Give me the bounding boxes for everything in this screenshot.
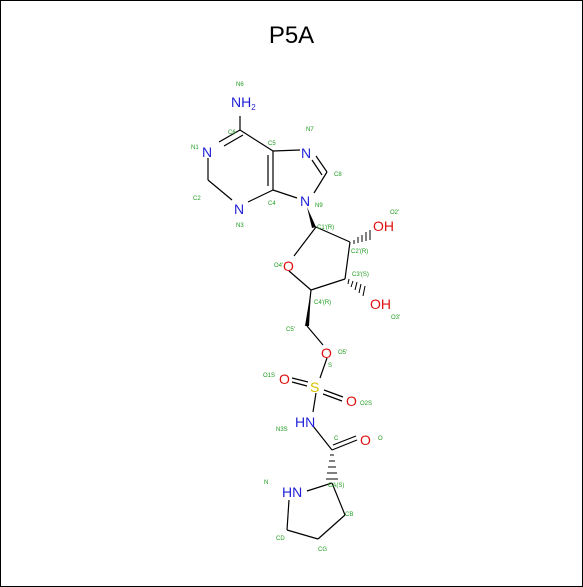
atom-o1s: O (279, 371, 290, 387)
bond-n7-c8 (315, 155, 328, 173)
label-s: S (328, 363, 332, 369)
atom-s: S (310, 379, 319, 395)
bond-c-o (331, 439, 358, 451)
bond-ca-n (306, 482, 333, 492)
label-c2: C2 (193, 196, 201, 202)
atom-o3: OH (370, 296, 391, 312)
label-c1p: C1'(R) (317, 225, 334, 231)
bond-s-o2s (323, 389, 344, 398)
label-c: C (334, 436, 339, 442)
label-o1s: O1S (263, 373, 275, 379)
label-n: N (264, 480, 268, 486)
bond-cd-n (286, 499, 290, 531)
label-n7: N7 (306, 127, 314, 133)
bond-c6-n1-double (223, 134, 244, 147)
bond-s-o2s-double (322, 393, 343, 402)
bond-n7-c8-double (311, 159, 323, 176)
bond-s-o1s-double (291, 381, 308, 387)
atom-n3s: HN (295, 414, 315, 430)
bond-o4-c1 (293, 226, 317, 257)
bond-c4-o4 (288, 270, 312, 291)
label-ca: CA(S) (328, 483, 344, 489)
bond-s-o1s (291, 377, 309, 383)
heteroatoms: NH2 N N N N O OH OH O S O O HN O HN (202, 94, 394, 500)
label-cg: CG (318, 547, 327, 553)
label-c4p: C4'(R) (314, 300, 331, 306)
label-c4: C4 (268, 201, 276, 207)
label-o5p: O5' (338, 350, 347, 356)
molecule-title: P5A (268, 22, 315, 49)
atom-n7: N (301, 145, 311, 161)
label-c2p: C2'(R) (351, 249, 368, 255)
atom-n3: N (234, 201, 244, 217)
label-n9: N9 (315, 203, 323, 209)
label-n1: N1 (191, 145, 199, 151)
bond-ca-cb (331, 482, 346, 516)
atom-o2s: O (346, 393, 357, 409)
label-o4p: O4' (274, 263, 283, 269)
atom-o5: O (321, 345, 332, 361)
label-cb: CB (345, 512, 353, 518)
bond-c2-o2-hash (353, 230, 371, 244)
label-c3p: C3'(S) (352, 272, 369, 278)
label-cd: CD (276, 536, 285, 542)
bond-c6-c5 (239, 129, 274, 152)
label-o2s: O2S (360, 401, 372, 407)
atom-n1: N (202, 144, 212, 160)
atom-n: HN (282, 484, 302, 500)
bond-c1-c2 (315, 226, 351, 243)
label-n6: N6 (236, 82, 244, 88)
bond-s-n3s (312, 392, 317, 413)
bond-cg-cd (286, 529, 319, 540)
atom-o4: O (283, 258, 294, 274)
label-o3p: O3' (391, 315, 400, 321)
bond-c4-c5p-wedge (305, 290, 311, 326)
bond-c8-n9 (313, 171, 328, 194)
bond-c2-n3 (207, 179, 233, 201)
bonds (207, 116, 371, 540)
bond-c3-c4 (310, 278, 346, 291)
label-n3: N3 (236, 223, 244, 229)
bond-c6-n1 (218, 129, 241, 143)
label-o2p: O2' (390, 210, 399, 216)
bond-c5-n7 (272, 149, 301, 152)
bond-cb-cg (317, 514, 346, 540)
bond-n3s-c (312, 425, 333, 451)
label-c5p: C5' (286, 327, 295, 333)
bond-c5p-o5 (306, 325, 324, 346)
label-n3s: N3S (276, 427, 288, 433)
atom-o: O (360, 432, 371, 448)
bond-o5-s (319, 357, 328, 379)
bond-n9-c1-wedge (307, 207, 316, 228)
bond-c2-c3 (344, 241, 351, 280)
bond-c-ca-hash (326, 454, 338, 480)
atom-labels: N6 C6 N1 C5 N7 C8 C2 C4 N9 N3 O2' C1'(R)… (191, 82, 400, 553)
bond-c3-o3-hash (347, 278, 366, 297)
bond-c-o-double (332, 435, 357, 446)
label-c6: C6 (228, 130, 236, 136)
atom-n9: N (300, 193, 310, 209)
bond-n3-c4 (247, 189, 274, 203)
label-c5: C5 (268, 141, 276, 147)
atom-n6: NH2 (231, 94, 256, 112)
label-c8: C8 (334, 172, 342, 178)
atom-o2: OH (373, 218, 394, 234)
bond-c4-n9 (272, 189, 298, 199)
label-o: O (378, 436, 383, 442)
